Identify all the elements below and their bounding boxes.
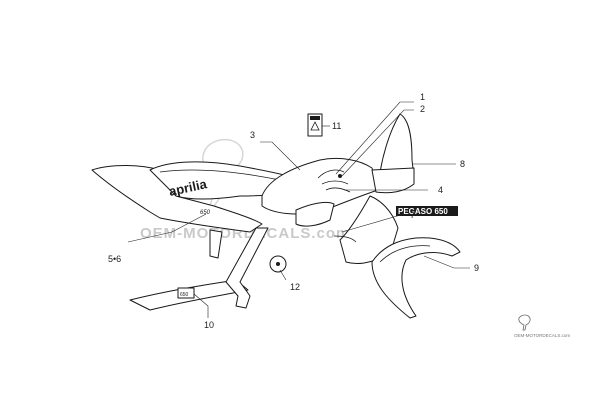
fuel-tank [261,157,379,227]
callout-8: 8 [460,159,465,169]
frame-badge-text: 650 [180,292,189,298]
callout-1: 1 [420,92,425,102]
front-fairing [333,113,415,264]
frame-badge-decal [177,287,195,299]
warning-label-triangle [310,121,320,131]
logo-dot [338,174,342,178]
side-fairing [339,195,399,264]
fender [371,237,461,319]
disc-sticker-center [276,262,280,266]
callout-numbers: 1 2 3 4 5•6 7 8 9 10 11 12 [108,92,479,330]
fairing-strip-decal [333,235,357,243]
side-strip-band [396,206,458,216]
warning-label-11 [307,113,323,137]
model-number-decal: 650 [200,210,211,216]
callout-9: 9 [474,263,479,273]
tank-side-cover [295,201,335,227]
callout-4: 4 [438,185,443,195]
callout-3: 3 [250,130,255,140]
leader-1 [335,101,414,175]
watermark-text: OEM-MOTORDECALS.com [140,225,350,242]
front-fender [371,237,461,319]
seat-line [159,169,281,181]
corner-bird-icon [518,314,531,331]
frame-side-panel: 650 [129,227,269,311]
leader-10 [193,293,209,318]
side-strip-decal: PEGASO 650 [396,206,458,216]
leader-3 [260,141,301,171]
leader-9 [423,255,470,269]
callout-5-6: 5•6 [108,254,121,264]
frame-rail [225,227,269,309]
leader-lines [127,101,470,318]
callout-12: 12 [290,282,300,292]
leader-56 [127,213,207,243]
callout-7: 7 [410,210,415,220]
fender-edge [379,245,431,263]
disc-sticker-12 [269,255,287,273]
corner-watermark: OEM-MOTORDECALS.com [514,314,570,338]
callout-10: 10 [204,320,214,330]
tail-fairing [91,165,263,233]
warning-label-header [310,116,320,120]
frame-upright [209,229,223,259]
corner-watermark-text: OEM-MOTORDECALS.com [514,333,570,338]
headlight-fairing [371,167,415,194]
leader-7 [341,213,405,233]
callout-2: 2 [420,104,425,114]
leader-12 [279,269,287,281]
callout-11: 11 [332,121,341,131]
seat-tail-unit: aprilia 650 [91,161,301,233]
side-strip-text: PEGASO 650 [398,207,448,216]
pegasus-logo-decal [317,169,351,193]
leader-2 [341,109,414,177]
